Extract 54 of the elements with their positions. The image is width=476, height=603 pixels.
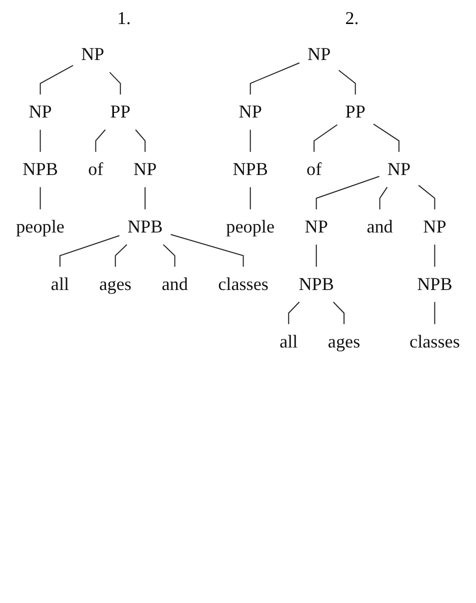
connector [95, 129, 106, 152]
node-text: all [280, 331, 298, 352]
node-text: NPB [298, 274, 334, 294]
connector [288, 302, 300, 324]
connector [418, 184, 436, 210]
node-text: NPB [22, 158, 58, 180]
connector [316, 176, 380, 210]
node-text: classes [218, 274, 268, 294]
node-text: of [306, 158, 322, 180]
connector [114, 244, 128, 267]
connector [338, 70, 356, 94]
tree-number: 1. [117, 8, 131, 29]
node-text: NPB [232, 158, 268, 180]
node-text: NP [387, 158, 411, 180]
connector [135, 129, 146, 152]
connector [162, 244, 176, 267]
connector [59, 235, 120, 267]
node-text: all [50, 274, 70, 294]
connector [109, 72, 121, 94]
node-text: and [366, 216, 393, 237]
connector [40, 130, 41, 152]
node-text: and [162, 274, 188, 294]
node-text: NP [238, 102, 262, 122]
node-text: NP [81, 44, 104, 64]
node-text: NPB [127, 216, 163, 237]
node-text: NP [28, 102, 52, 122]
connector [316, 244, 317, 267]
tree-number: 2. [345, 8, 359, 29]
connector [40, 65, 74, 94]
node-text: NP [304, 216, 328, 237]
connector [332, 302, 345, 324]
node-text: NP [133, 158, 157, 180]
node-text: classes [410, 331, 460, 352]
node-text: NP [423, 216, 446, 237]
node-text: NP [308, 44, 331, 64]
connector [379, 186, 388, 210]
connector [250, 130, 251, 152]
connector [170, 234, 244, 267]
connector [250, 62, 300, 94]
connector [314, 124, 338, 152]
connector [250, 187, 251, 210]
node-text: ages [328, 331, 360, 352]
connector [373, 124, 400, 152]
node-text: of [88, 158, 104, 180]
node-text: PP [345, 102, 366, 122]
connector [434, 302, 436, 324]
connector [40, 187, 41, 210]
node-text: PP [110, 102, 130, 122]
connector [434, 244, 436, 267]
node-text: people [16, 216, 64, 237]
node-text: ages [99, 274, 132, 294]
node-text: people [226, 216, 275, 237]
connector [144, 187, 146, 210]
node-text: NPB [417, 274, 452, 294]
